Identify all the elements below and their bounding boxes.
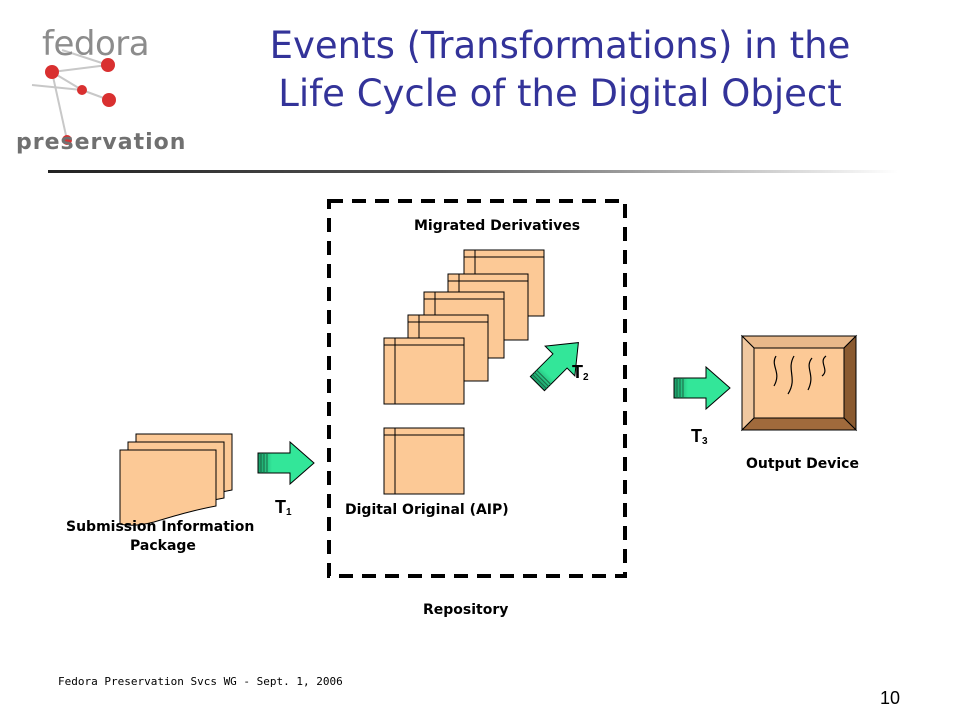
t1-arrow-icon [257, 440, 315, 486]
repository-boundary [327, 199, 627, 578]
t1-subscript: 1 [286, 507, 292, 518]
t2-subscript: 2 [583, 372, 589, 383]
logo-wordmark: fedora [42, 24, 150, 64]
migrated-derivatives-label: Migrated Derivatives [414, 218, 581, 234]
t1-letter: T [275, 497, 286, 517]
page-number: 10 [880, 688, 901, 708]
digital-original-label: Digital Original (AIP) [345, 502, 509, 518]
migrated-derivatives-stack-icon [383, 249, 545, 405]
t3-arrow-icon [673, 365, 731, 411]
t3-letter: T [691, 426, 702, 446]
output-device-label: Output Device [746, 456, 859, 472]
footer-text: Fedora Preservation Svcs WG - Sept. 1, 2… [58, 675, 343, 688]
digital-original-document-icon [383, 427, 465, 495]
repository-label: Repository [423, 602, 509, 618]
t3-subscript: 3 [702, 436, 708, 447]
sip-label-line-2: Package [130, 538, 196, 554]
t2-letter: T [572, 362, 583, 382]
t2-arrow-icon [529, 342, 579, 392]
logo-network-icon [31, 49, 116, 145]
t3-label: T3 [691, 426, 708, 447]
slide-title-line-1: Events (Transformations) in the [269, 24, 851, 67]
t2-label: T2 [572, 362, 589, 383]
slide-title-line-2: Life Cycle of the Digital Object [278, 72, 842, 115]
sip-document-stack-icon [119, 433, 233, 526]
fedora-logo: fedora preservation [12, 20, 185, 160]
sip-label-line-1: Submission Information [66, 519, 255, 535]
output-device-icon [740, 334, 858, 432]
slide-title: Events (Transformations) in the Life Cyc… [190, 22, 930, 118]
title-divider [48, 170, 898, 173]
t1-label: T1 [275, 497, 292, 518]
logo-subtitle: preservation [16, 130, 187, 155]
